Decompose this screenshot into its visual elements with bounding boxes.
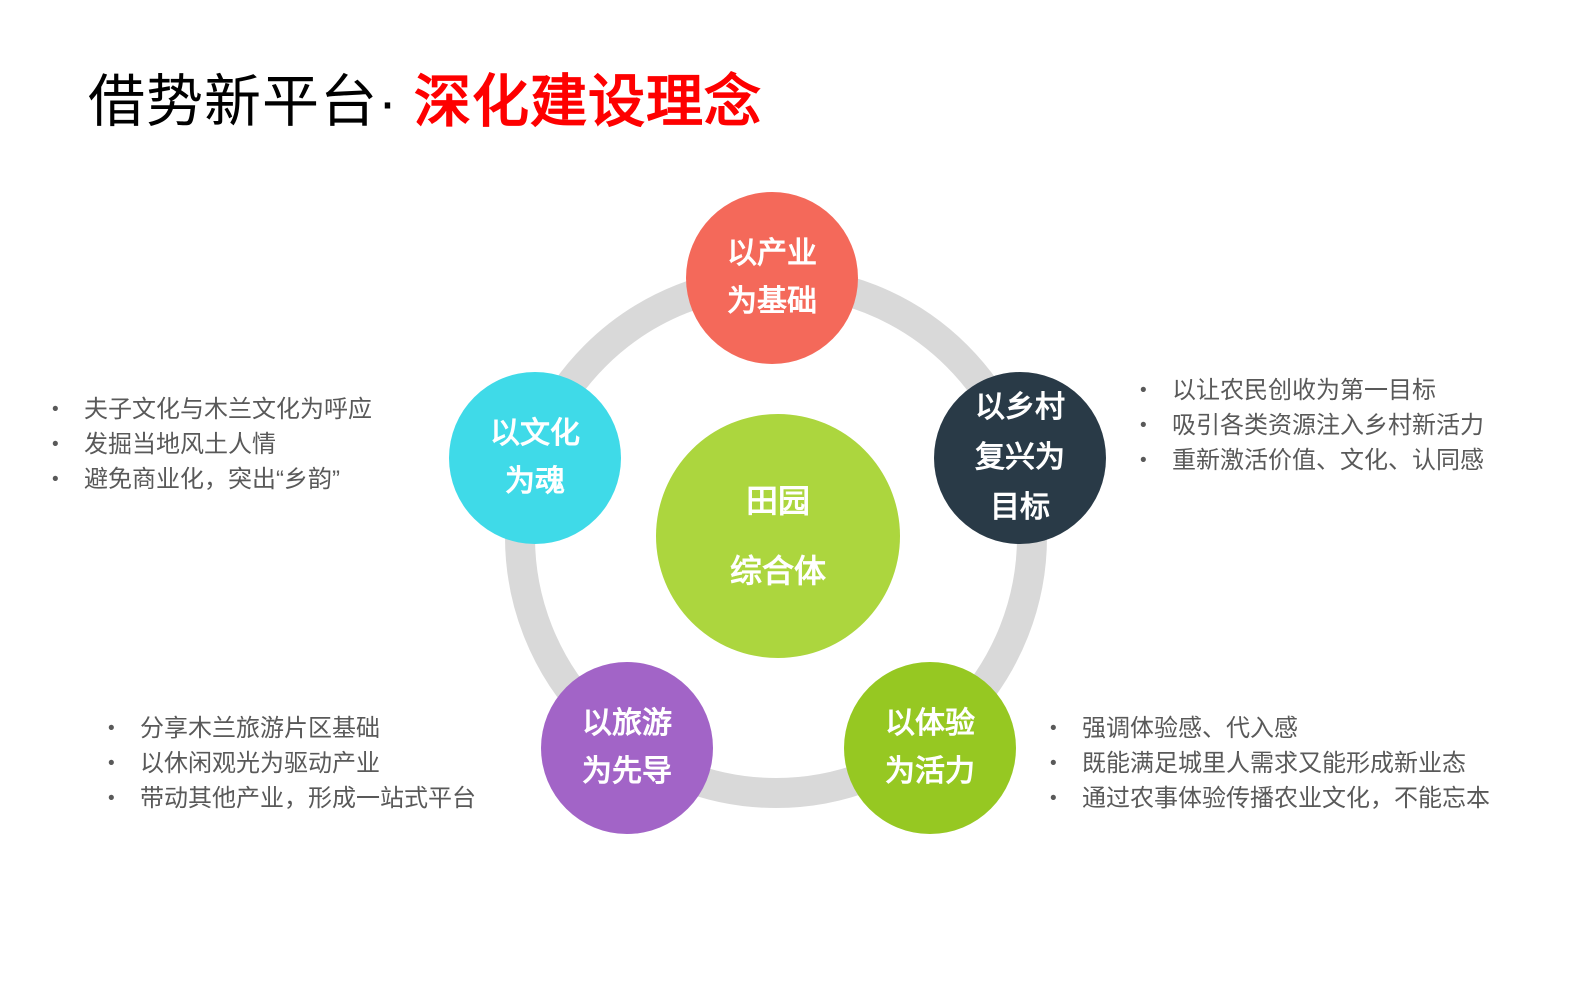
page-title-prefix: 借势新平台· [88, 70, 398, 134]
bullet-icon: • [52, 434, 59, 455]
page-title: 借势新平台·深化建设理念 [88, 56, 762, 138]
node-line: 以体验 [885, 707, 975, 740]
notes-rural: • 以让农民创收为第一目标 • 吸引各类资源注入乡村新活力 • 重新激活价值、文化、认… [1140, 373, 1484, 478]
bullet-icon: • [1050, 753, 1057, 774]
note-text: 带动其他产业，形成一站式平台 [140, 785, 476, 812]
node-line: 复兴为 [975, 441, 1065, 474]
note-text: 通过农事体验传播农业文化，不能忘本 [1082, 785, 1490, 812]
notes-culture: • 夫子文化与木兰文化为呼应 • 发掘当地风土人情 • 避免商业化，突出“乡韵” [52, 392, 372, 497]
note-text: 夫子文化与木兰文化为呼应 [84, 396, 372, 423]
bullet-icon: • [1140, 380, 1147, 401]
node-circle-industry: 以产业 为基础 [686, 192, 858, 364]
node-circle-rural-revival: 以乡村 复兴为 目标 [934, 372, 1106, 544]
bullet-icon: • [1050, 718, 1057, 739]
node-line: 以乡村 [975, 391, 1065, 424]
bullet-icon: • [1140, 415, 1147, 436]
center-circle-tianyuan-complex: 田园 综合体 [656, 414, 900, 658]
notes-tourism: • 分享木兰旅游片区基础 • 以休闲观光为驱动产业 • 带动其他产业，形成一站式平台 [108, 711, 476, 816]
note-item: • 发掘当地风土人情 [52, 427, 372, 462]
note-item: • 带动其他产业，形成一站式平台 [108, 781, 476, 816]
node-circle-tourism: 以旅游 为先导 [541, 662, 713, 834]
note-item: • 避免商业化，突出“乡韵” [52, 462, 372, 497]
notes-experience: • 强调体验感、代入感 • 既能满足城里人需求又能形成新业态 • 通过农事体验传播农业… [1050, 711, 1490, 816]
note-item: • 以休闲观光为驱动产业 [108, 746, 476, 781]
note-text: 发掘当地风土人情 [84, 431, 276, 458]
node-line: 以产业 [727, 237, 817, 270]
bullet-icon: • [108, 753, 115, 774]
bullet-icon: • [108, 788, 115, 809]
center-circle-line: 综合体 [729, 553, 826, 589]
note-item: • 通过农事体验传播农业文化，不能忘本 [1050, 781, 1490, 816]
note-text: 以让农民创收为第一目标 [1172, 377, 1436, 404]
bullet-icon: • [1050, 788, 1057, 809]
bullet-icon: • [1140, 450, 1147, 471]
node-line: 以旅游 [582, 707, 672, 740]
note-item: • 吸引各类资源注入乡村新活力 [1140, 408, 1484, 443]
note-item: • 夫子文化与木兰文化为呼应 [52, 392, 372, 427]
note-item: • 分享木兰旅游片区基础 [108, 711, 476, 746]
node-line: 为先导 [582, 755, 672, 788]
note-item: • 重新激活价值、文化、认同感 [1140, 443, 1484, 478]
center-circle-line: 田园 [745, 483, 810, 519]
bullet-icon: • [52, 399, 59, 420]
bullet-icon: • [52, 469, 59, 490]
page-title-accent: 深化建设理念 [413, 70, 762, 134]
node-line: 为基础 [727, 285, 817, 318]
note-text: 重新激活价值、文化、认同感 [1172, 447, 1484, 474]
node-line: 以文化 [490, 417, 580, 450]
note-text: 既能满足城里人需求又能形成新业态 [1082, 750, 1466, 777]
node-line: 目标 [990, 491, 1050, 524]
node-circle-culture: 以文化 为魂 [449, 372, 621, 544]
note-text: 强调体验感、代入感 [1082, 715, 1298, 742]
note-text: 避免商业化，突出“乡韵” [84, 466, 340, 493]
note-item: • 强调体验感、代入感 [1050, 711, 1490, 746]
note-item: • 以让农民创收为第一目标 [1140, 373, 1484, 408]
node-line: 为活力 [885, 755, 975, 788]
node-line: 为魂 [505, 465, 565, 498]
note-item: • 既能满足城里人需求又能形成新业态 [1050, 746, 1490, 781]
bullet-icon: • [108, 718, 115, 739]
node-circle-experience: 以体验 为活力 [844, 662, 1016, 834]
note-text: 吸引各类资源注入乡村新活力 [1172, 412, 1484, 439]
note-text: 以休闲观光为驱动产业 [140, 750, 380, 777]
note-text: 分享木兰旅游片区基础 [140, 715, 380, 742]
